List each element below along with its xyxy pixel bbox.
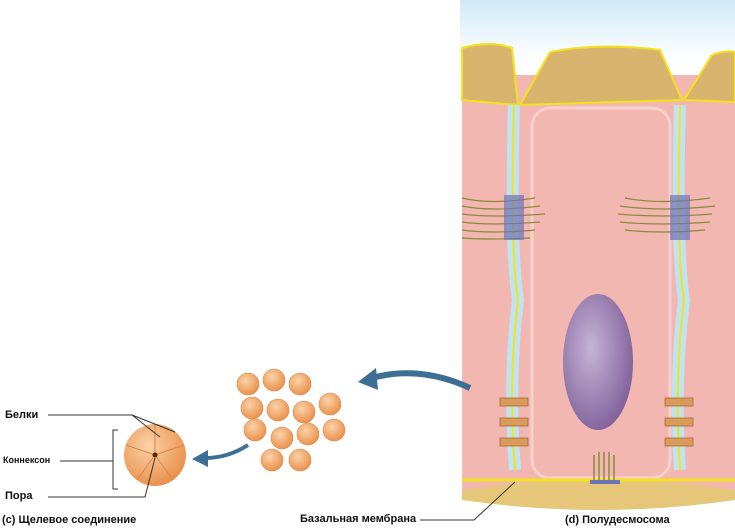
nucleus	[563, 294, 633, 430]
connexon-small	[236, 372, 260, 396]
apical-cap	[518, 45, 684, 107]
basal-lamina	[462, 480, 735, 510]
connexon-cluster	[236, 368, 346, 472]
caption-hemidesmosome: (d) Полудесмосома	[565, 514, 670, 526]
connexon-small	[266, 398, 290, 422]
label-connexon: Коннексон	[3, 455, 51, 465]
label-basal-membrane: Базальная мембрана	[300, 513, 417, 525]
arrow-head	[358, 368, 378, 390]
caption-gap-junction: (c) Щелевое соединение	[2, 514, 137, 526]
desmosome	[461, 195, 546, 240]
pore	[152, 452, 158, 458]
connexon-small	[322, 418, 346, 442]
connexon-small	[318, 392, 342, 416]
connexon-small	[288, 448, 312, 472]
connexon-small	[296, 422, 320, 446]
cell-membrane	[511, 104, 520, 471]
desmosome	[617, 195, 716, 240]
apical-cap	[461, 43, 520, 107]
cell-membrane	[676, 104, 686, 471]
connexon	[124, 424, 186, 486]
connexon-small	[240, 396, 264, 420]
connexon-small	[288, 372, 312, 396]
connexon-small	[262, 368, 286, 392]
cell-outline	[530, 106, 672, 480]
label-pore: Пора	[5, 490, 33, 502]
epithelial-cells	[462, 75, 735, 490]
connexon-small	[260, 448, 284, 472]
hemidesmosome	[590, 452, 620, 484]
connexon-small	[270, 426, 294, 450]
label-proteins: Белки	[5, 409, 39, 421]
arrow-to-cluster	[371, 370, 472, 391]
gap-junction	[499, 397, 694, 447]
arrow-head	[192, 450, 208, 467]
leader-lines	[48, 414, 516, 521]
arrow-to-connexon	[204, 443, 250, 460]
connexon-small	[243, 418, 267, 442]
connexon-small	[292, 400, 316, 424]
